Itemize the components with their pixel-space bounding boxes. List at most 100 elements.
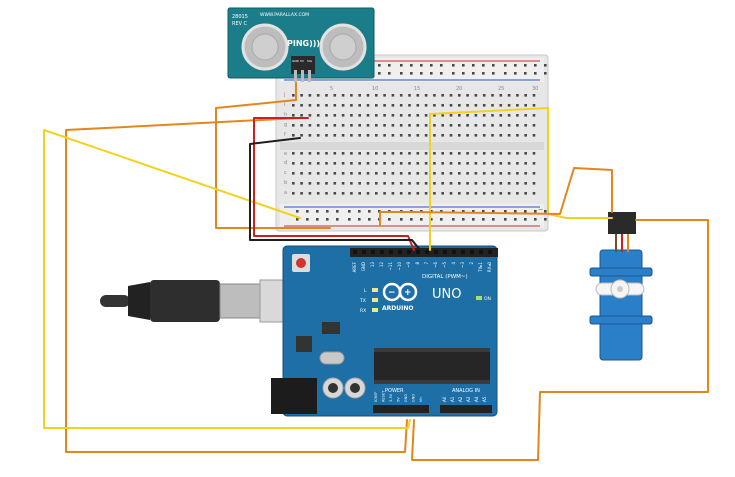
- breadboard-hole: [408, 162, 411, 165]
- power-pin-label: GND: [412, 394, 416, 402]
- digital-pin-socket[interactable]: [362, 250, 366, 254]
- breadboard-hole: [452, 64, 455, 67]
- breadboard-hole: [358, 94, 361, 97]
- breadboard-hole: [350, 94, 353, 97]
- breadboard-hole: [375, 172, 378, 175]
- servo-motor: [589, 212, 653, 361]
- breadboard-hole: [424, 162, 428, 165]
- breadboard-hole: [292, 124, 295, 127]
- breadboard-hole: [296, 218, 299, 221]
- breadboard-hole: [383, 162, 386, 165]
- breadboard-hole: [449, 172, 453, 175]
- breadboard-hole: [308, 152, 312, 155]
- breadboard-hole: [499, 172, 503, 175]
- breadboard-hole: [504, 218, 507, 221]
- breadboard-hole: [452, 218, 455, 221]
- sensor-model-label: 28015: [232, 14, 248, 20]
- breadboard-hole: [474, 172, 478, 175]
- digital-pin-socket[interactable]: [353, 250, 357, 254]
- breadboard-hole: [492, 64, 495, 67]
- breadboard-hole: [366, 94, 370, 97]
- wire-yellow-trig-echo: [429, 107, 613, 251]
- breadboard-hole: [375, 114, 378, 117]
- breadboard-hole: [383, 124, 386, 127]
- breadboard-hole: [472, 64, 475, 67]
- breadboard-hole: [433, 152, 436, 155]
- digital-pin-socket[interactable]: [452, 250, 456, 254]
- breadboard-hole: [430, 72, 433, 75]
- breadboard-hole: [400, 218, 403, 221]
- breadboard-hole: [440, 72, 443, 75]
- breadboard-row-letters: a b c d e f g h i j: [283, 92, 287, 196]
- breadboard-hole: [516, 114, 519, 117]
- breadboard-hole: [474, 134, 478, 137]
- breadboard-hole: [383, 152, 386, 155]
- digital-pin-socket[interactable]: [434, 250, 438, 254]
- breadboard-hole: [350, 114, 353, 117]
- breadboard-hole: [507, 152, 511, 155]
- breadboard-hole: [482, 182, 486, 185]
- digital-pin-socket[interactable]: [488, 250, 492, 254]
- breadboard-hole: [472, 210, 475, 213]
- digital-pin-socket[interactable]: [470, 250, 474, 254]
- breadboard-hole: [462, 72, 465, 75]
- arduino-brand-label: ARDUINO: [382, 305, 413, 312]
- breadboard-hole: [308, 114, 312, 117]
- digital-pin-socket[interactable]: [389, 250, 393, 254]
- breadboard-hole: [316, 94, 320, 97]
- rail-minus-label-bottom: −: [538, 206, 543, 213]
- breadboard-hole: [416, 182, 420, 185]
- digital-pin-socket[interactable]: [425, 250, 429, 254]
- breadboard-hole: [458, 192, 461, 195]
- breadboard-hole: [441, 104, 444, 107]
- breadboard-hole: [399, 162, 403, 165]
- breadboard-hole: [325, 182, 328, 185]
- digital-pin-socket[interactable]: [371, 250, 375, 254]
- digital-pin-socket[interactable]: [398, 250, 402, 254]
- breadboard-hole: [366, 124, 370, 127]
- breadboard-hole: [341, 172, 345, 175]
- breadboard-hole: [449, 192, 453, 195]
- breadboard-hole: [482, 114, 486, 117]
- breadboard-hole: [516, 172, 519, 175]
- breadboard-hole: [482, 152, 486, 155]
- breadboard-hole: [292, 192, 295, 195]
- breadboard-hole: [333, 134, 337, 137]
- breadboard-hole: [544, 72, 547, 75]
- breadboard-hole: [350, 134, 353, 137]
- breadboard-hole: [358, 152, 361, 155]
- breadboard-hole: [388, 64, 391, 67]
- breadboard-hole: [507, 162, 511, 165]
- breadboard-hole: [474, 104, 478, 107]
- digital-pin-socket[interactable]: [380, 250, 384, 254]
- breadboard-hole: [325, 172, 328, 175]
- breadboard-hole: [524, 72, 527, 75]
- digital-pin-socket[interactable]: [407, 250, 411, 254]
- breadboard-hole: [400, 72, 403, 75]
- digital-pin-socket[interactable]: [461, 250, 465, 254]
- breadboard-hole: [358, 134, 361, 137]
- breadboard-hole: [482, 64, 485, 67]
- breadboard-hole: [333, 114, 337, 117]
- breadboard-hole: [375, 152, 378, 155]
- breadboard-hole: [325, 114, 328, 117]
- breadboard-hole: [399, 182, 403, 185]
- digital-pin-socket[interactable]: [479, 250, 483, 254]
- breadboard-hole: [499, 134, 503, 137]
- breadboard-hole: [433, 134, 436, 137]
- breadboard-hole: [399, 152, 403, 155]
- breadboard-hole: [524, 218, 527, 221]
- breadboard-hole: [507, 182, 511, 185]
- crystal: [319, 351, 345, 365]
- digital-pin-label: 12: [379, 262, 384, 268]
- wires: [43, 82, 709, 461]
- breadboard-hole: [466, 152, 469, 155]
- breadboard-hole: [516, 162, 519, 165]
- digital-pin-socket[interactable]: [416, 250, 420, 254]
- breadboard-hole: [300, 94, 303, 97]
- digital-pin-socket[interactable]: [443, 250, 447, 254]
- breadboard-hole: [532, 162, 536, 165]
- breadboard-hole: [316, 162, 320, 165]
- breadboard-hole: [383, 182, 386, 185]
